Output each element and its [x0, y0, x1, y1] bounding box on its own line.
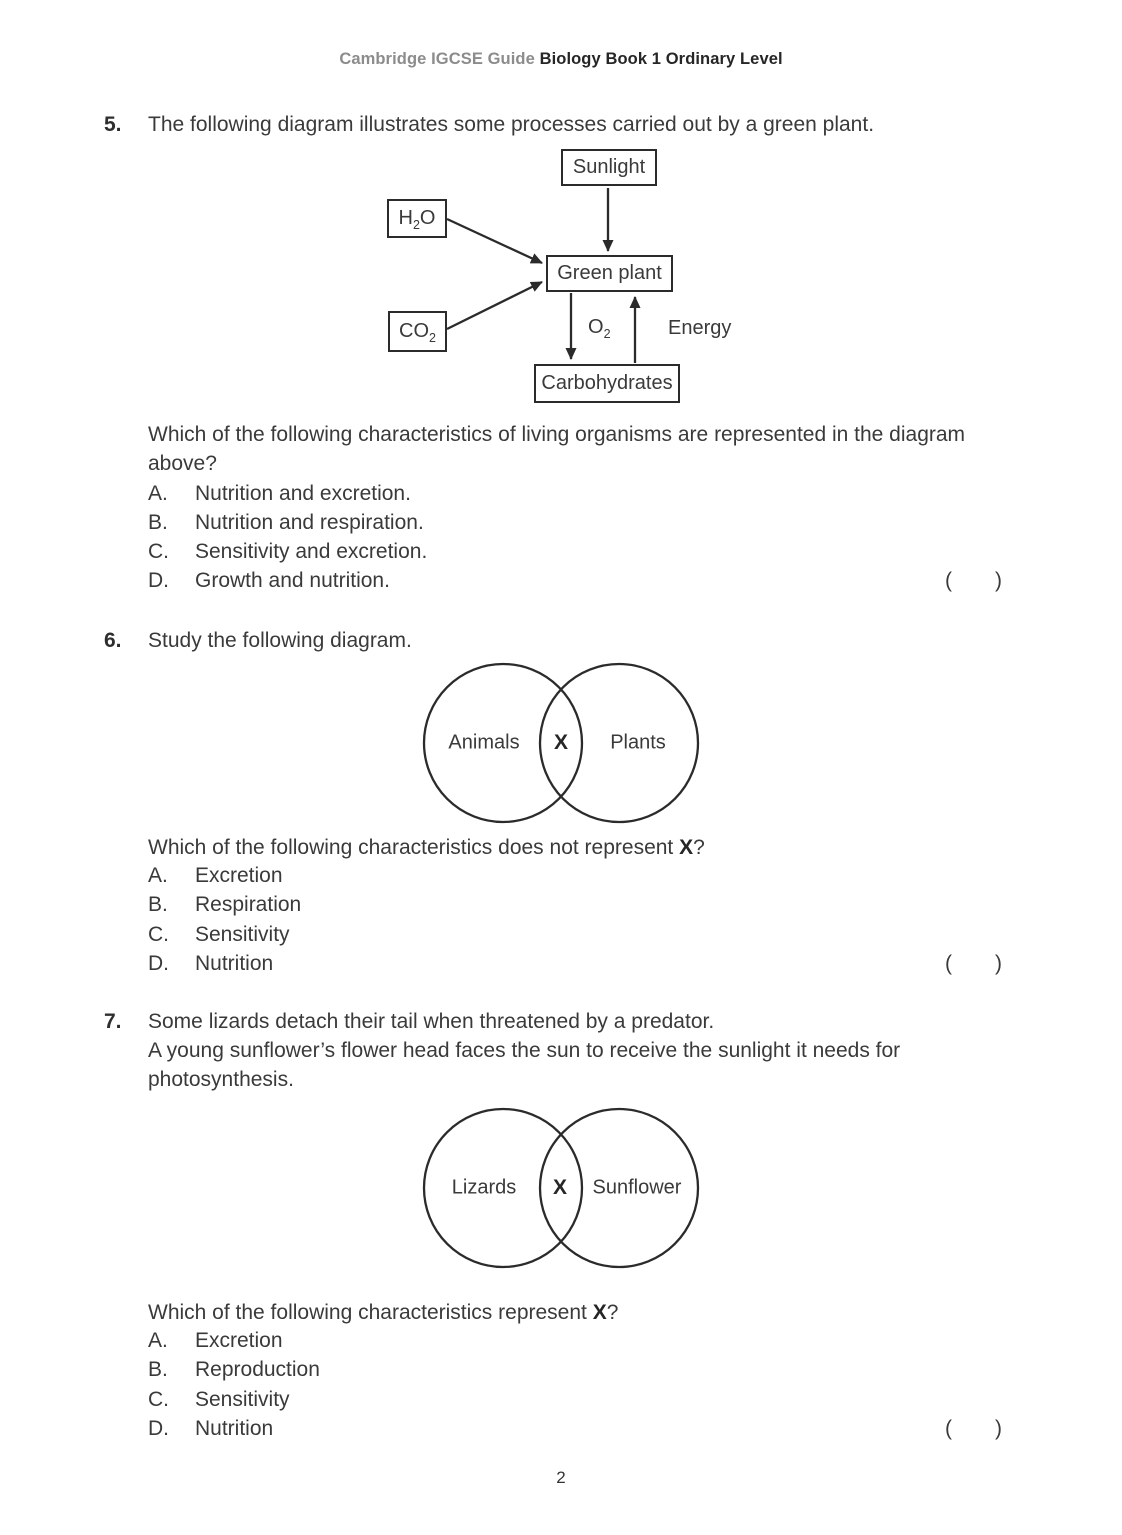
- option-letter: C.: [148, 1388, 169, 1411]
- q7-venn-circles: [422, 1107, 700, 1269]
- q6-option-c: C. Sensitivity: [148, 920, 1022, 949]
- option-letter: A.: [148, 482, 168, 505]
- option-letter: B.: [148, 893, 168, 916]
- arrow-h2o-to-green-plant: [446, 217, 543, 265]
- q7-option-a: A. Excretion: [148, 1326, 1022, 1355]
- venn-right-label: Plants: [610, 731, 666, 754]
- q7-intro-line2: A young sunflower’s flower head faces th…: [148, 1039, 901, 1062]
- q5-process-diagram: Sunlight H2O Green plant CO2 Carbohydrat…: [380, 145, 740, 417]
- option-text: Nutrition and excretion.: [195, 482, 411, 505]
- option-letter: B.: [148, 511, 168, 534]
- q7-option-d: D. Nutrition ( ): [148, 1414, 1022, 1443]
- q6-option-d: D. Nutrition ( ): [148, 949, 1022, 978]
- q5-diagram-arrows: [446, 188, 641, 363]
- q6-venn-circles: [422, 662, 700, 824]
- energy-label: Energy: [668, 317, 732, 339]
- venn-intersection-label: X: [552, 1176, 568, 1199]
- q5-option-c: C. Sensitivity and excretion.: [148, 537, 1022, 566]
- answer-paren-close: ): [995, 952, 1002, 975]
- co2-label: CO2: [399, 320, 436, 345]
- q6-question: Which of the following characteristics d…: [148, 836, 705, 859]
- option-text: Reproduction: [195, 1358, 320, 1381]
- q6-number: 6.: [104, 629, 122, 652]
- sunlight-label: Sunlight: [572, 156, 646, 178]
- header-book-title: Biology Book 1 Ordinary Level: [539, 50, 783, 68]
- animals-circle: [422, 662, 584, 824]
- answer-paren-open: (: [945, 1417, 952, 1440]
- q6-option-b: B. Respiration: [148, 890, 1022, 919]
- option-letter: C.: [148, 923, 169, 946]
- option-text: Respiration: [195, 893, 302, 916]
- option-letter: C.: [148, 540, 169, 563]
- plants-circle: [538, 662, 700, 824]
- q5-question-line2: above?: [148, 452, 217, 475]
- carbohydrates-label: Carbohydrates: [541, 372, 673, 394]
- q7-intro-line1: Some lizards detach their tail when thre…: [148, 1010, 715, 1033]
- q5-option-a: A. Nutrition and excretion.: [148, 479, 1022, 508]
- q7-option-c: C. Sensitivity: [148, 1385, 1022, 1414]
- venn-left-label: Animals: [448, 731, 520, 754]
- q7-venn-diagram: Lizards X Sunflower: [422, 1106, 704, 1272]
- q7-intro-line3: photosynthesis.: [148, 1068, 294, 1091]
- q7-option-b: B. Reproduction: [148, 1355, 1022, 1384]
- option-letter: D.: [148, 1417, 169, 1440]
- page-number: 2: [556, 1468, 566, 1487]
- arrow-co2-to-green-plant: [446, 280, 543, 331]
- option-text: Growth and nutrition.: [195, 569, 390, 592]
- option-letter: A.: [148, 864, 168, 887]
- option-text: Sensitivity: [195, 1388, 290, 1411]
- option-text: Sensitivity: [195, 923, 290, 946]
- venn-right-label: Sunflower: [592, 1176, 682, 1199]
- x-symbol: X: [679, 836, 694, 859]
- q5-option-d: D. Growth and nutrition. ( ): [148, 566, 1022, 595]
- option-letter: D.: [148, 952, 169, 975]
- page-header: Cambridge IGCSE Guide Biology Book 1 Ord…: [0, 50, 1122, 69]
- sunflower-circle: [538, 1107, 700, 1269]
- q6-option-a: A. Excretion: [148, 861, 1022, 890]
- x-symbol: X: [592, 1301, 607, 1324]
- h2o-label: H2O: [398, 207, 436, 232]
- sunlight-box: Sunlight: [561, 149, 657, 186]
- q5-number: 5.: [104, 113, 122, 136]
- q6-intro: Study the following diagram.: [148, 629, 412, 652]
- answer-paren-close: ): [995, 1417, 1002, 1440]
- header-series: Cambridge IGCSE Guide: [339, 50, 535, 68]
- h2o-box: H2O: [387, 199, 447, 238]
- answer-paren-close: ): [995, 569, 1002, 592]
- q6-venn-diagram: Animals X Plants: [422, 661, 704, 827]
- q5-intro: The following diagram illustrates some p…: [148, 113, 875, 136]
- green-plant-label: Green plant: [557, 262, 662, 284]
- option-text: Sensitivity and excretion.: [195, 540, 428, 563]
- option-text: Nutrition: [195, 952, 274, 975]
- answer-paren-open: (: [945, 952, 952, 975]
- carbohydrates-box: Carbohydrates: [534, 364, 680, 403]
- option-letter: B.: [148, 1358, 168, 1381]
- green-plant-box: Green plant: [546, 255, 673, 292]
- co2-box: CO2: [388, 311, 447, 352]
- venn-left-label: Lizards: [451, 1176, 517, 1199]
- q5-question-line1: Which of the following characteristics o…: [148, 423, 966, 446]
- option-text: Nutrition and respiration.: [195, 511, 424, 534]
- o2-label: O2: [588, 316, 611, 341]
- option-text: Excretion: [195, 864, 283, 887]
- q5-option-b: B. Nutrition and respiration.: [148, 508, 1022, 537]
- venn-intersection-label: X: [553, 731, 569, 754]
- option-letter: A.: [148, 1329, 168, 1352]
- q7-number: 7.: [104, 1010, 122, 1033]
- lizards-circle: [422, 1107, 584, 1269]
- option-letter: D.: [148, 569, 169, 592]
- q7-question: Which of the following characteristics r…: [148, 1301, 619, 1324]
- option-text: Nutrition: [195, 1417, 274, 1440]
- option-text: Excretion: [195, 1329, 283, 1352]
- answer-paren-open: (: [945, 569, 952, 592]
